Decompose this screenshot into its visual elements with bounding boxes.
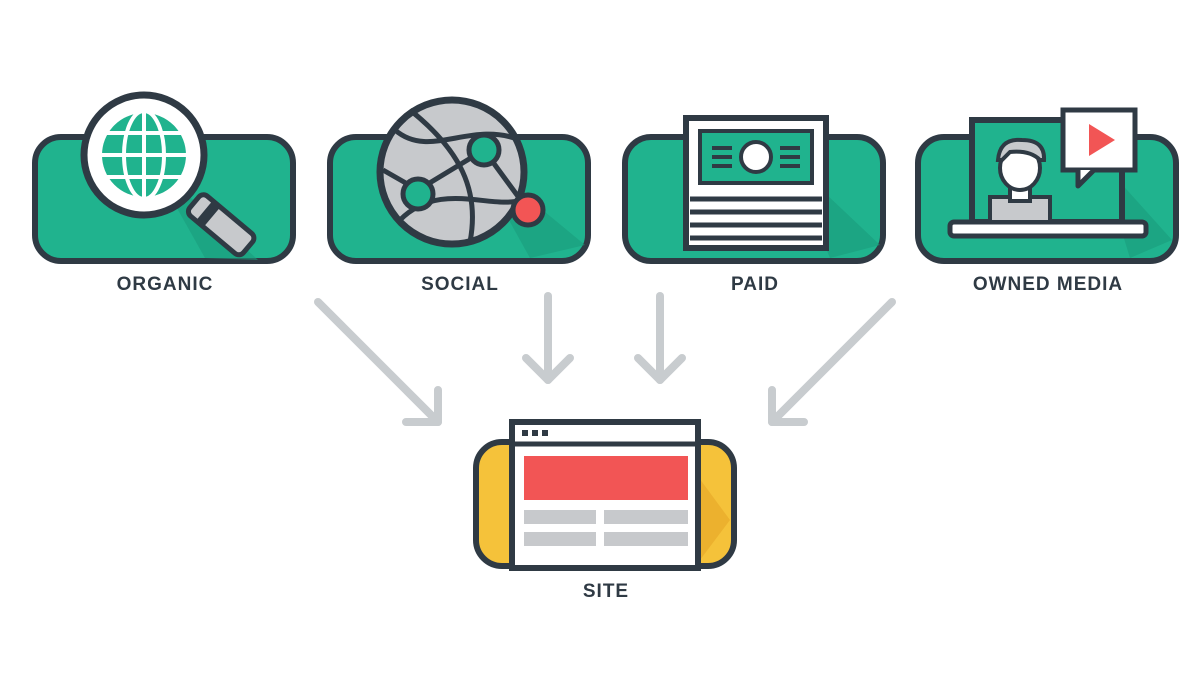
globe-magnifier-icon — [80, 91, 257, 258]
social-label: SOCIAL — [421, 274, 499, 295]
website-browser-icon — [509, 419, 701, 571]
paid-label: PAID — [731, 274, 779, 295]
site-label: SITE — [582, 581, 630, 602]
owned-media-label: OWNED MEDIA — [972, 274, 1124, 295]
arrow-paid-to-site — [634, 292, 686, 384]
arrow-organic-to-site — [314, 298, 442, 426]
arrow-owned-media-to-site — [768, 298, 896, 426]
organic-label: ORGANIC — [116, 274, 214, 295]
arrow-social-to-site — [522, 292, 574, 384]
network-globe-icon — [376, 96, 546, 248]
laptop-video-icon — [947, 107, 1149, 239]
banknote-icon — [683, 115, 829, 251]
